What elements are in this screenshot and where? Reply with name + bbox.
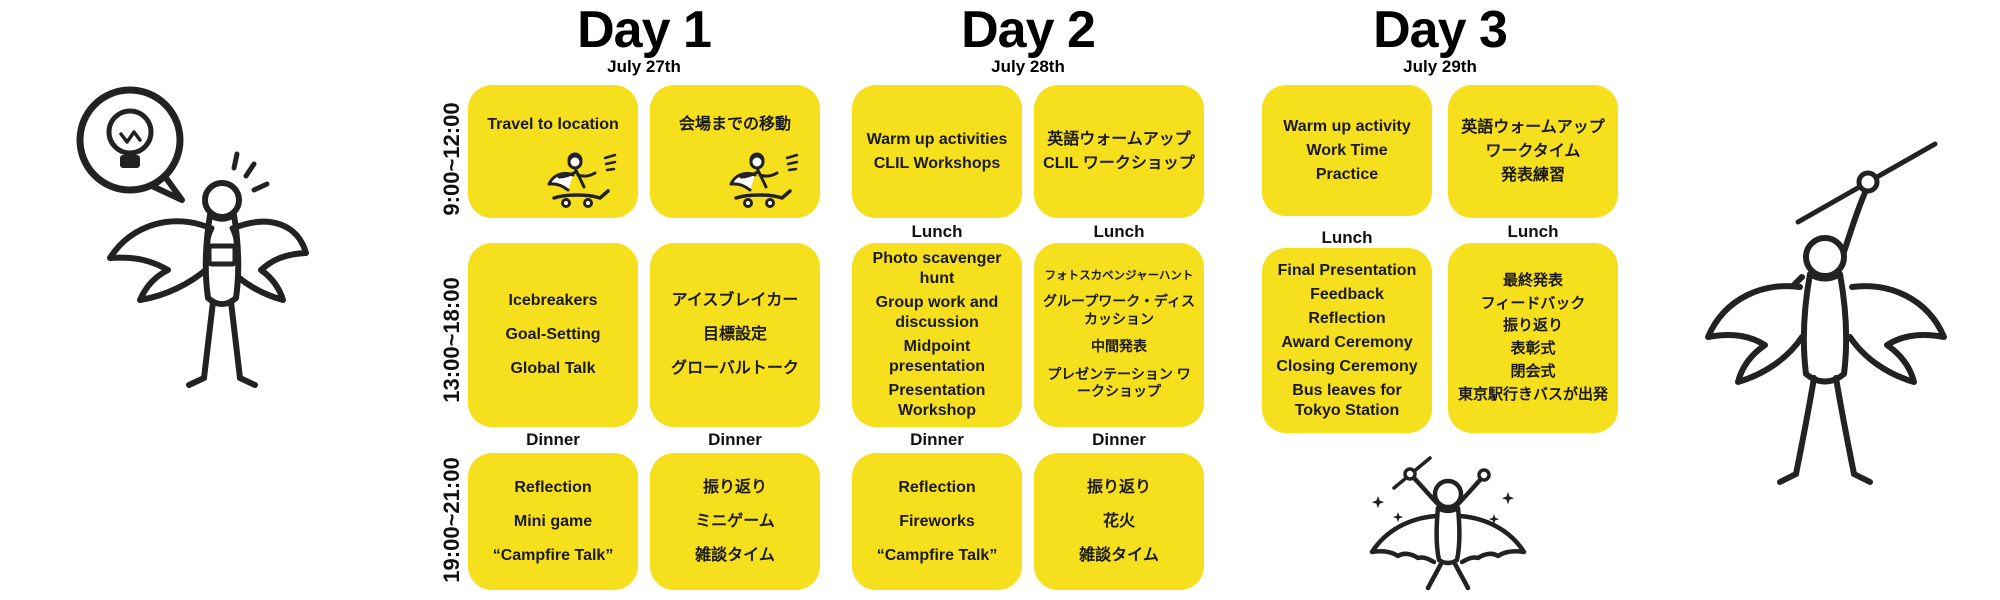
day2-dinner-label-en: Dinner: [910, 430, 964, 449]
day3-morning-jp-box: 英語ウォームアップワークタイム発表練習: [1448, 85, 1618, 218]
skateboarding-angel-icon: [726, 150, 800, 208]
day2-lunch-label-jp: Lunch: [1093, 222, 1145, 241]
day1-header: Day 1 July 27th: [468, 4, 820, 77]
day1-morning-jp-box: 会場までの移動: [650, 85, 820, 218]
day3-lunch-label-en: Lunch: [1321, 228, 1373, 247]
day3-title: Day 3: [1373, 1, 1508, 59]
day2-afternoon-jp-text: フォトスカベンジャーハントグループワーク・ディスカッション中間発表プレゼンテーシ…: [1043, 270, 1195, 400]
time-label-morning: 9:00~12:00: [439, 102, 464, 216]
day1-evening-jp-box: 振り返りミニゲーム雑談タイム: [650, 453, 820, 590]
day2-afternoon-jp-box: フォトスカベンジャーハントグループワーク・ディスカッション中間発表プレゼンテーシ…: [1034, 243, 1204, 427]
day2-lunch-label-en: Lunch: [911, 222, 963, 241]
time-label-evening: 19:00~21:00: [439, 457, 464, 583]
day1-dinner-label-en: Dinner: [526, 430, 580, 449]
celebrating-angel-illustration: [1350, 452, 1545, 597]
skateboarding-angel-icon: [544, 150, 618, 208]
day3-date: July 29th: [1403, 57, 1477, 76]
day1-morning-en-box: Travel to location: [468, 85, 638, 218]
day1-dinner-label-jp: Dinner: [708, 430, 762, 449]
day3-afternoon-jp-text: 最終発表フィードバック振り返り表彰式閉会式東京駅行きバスが出発: [1457, 271, 1608, 403]
day1-evening-jp-text: 振り返りミニゲーム雑談タイム: [695, 478, 775, 564]
day1-afternoon-jp-box: アイスブレイカー目標設定グローバルトーク: [650, 243, 820, 427]
day3-header: Day 3 July 29th: [1262, 4, 1618, 77]
conducting-angel-illustration: [1680, 122, 1955, 507]
day3-lunch-label-jp: Lunch: [1507, 222, 1559, 241]
day1-date: July 27th: [607, 57, 681, 76]
day1-afternoon-jp-text: アイスブレイカー目標設定グローバルトーク: [671, 292, 799, 377]
day2-evening-jp-box: 振り返り花火雑談タイム: [1034, 453, 1204, 590]
day3-morning-jp-text: 英語ウォームアップワークタイム発表練習: [1461, 118, 1605, 184]
day2-dinner-label-jp: Dinner: [1092, 430, 1146, 449]
time-label-afternoon: 13:00~18:00: [439, 277, 464, 403]
day1-morning-jp-text: 会場までの移動: [678, 116, 791, 133]
thinking-angel-illustration: [70, 78, 310, 398]
day1-title: Day 1: [577, 1, 712, 59]
day2-evening-jp-text: 振り返り花火雑談タイム: [1079, 478, 1159, 564]
day3-afternoon-jp-box: 最終発表フィードバック振り返り表彰式閉会式東京駅行きバスが出発: [1448, 243, 1618, 433]
day2-date: July 28th: [991, 57, 1065, 76]
day1-morning-en-text: Travel to location: [487, 116, 619, 133]
day2-title: Day 2: [961, 1, 1096, 59]
day2-header: Day 2 July 28th: [852, 4, 1204, 77]
